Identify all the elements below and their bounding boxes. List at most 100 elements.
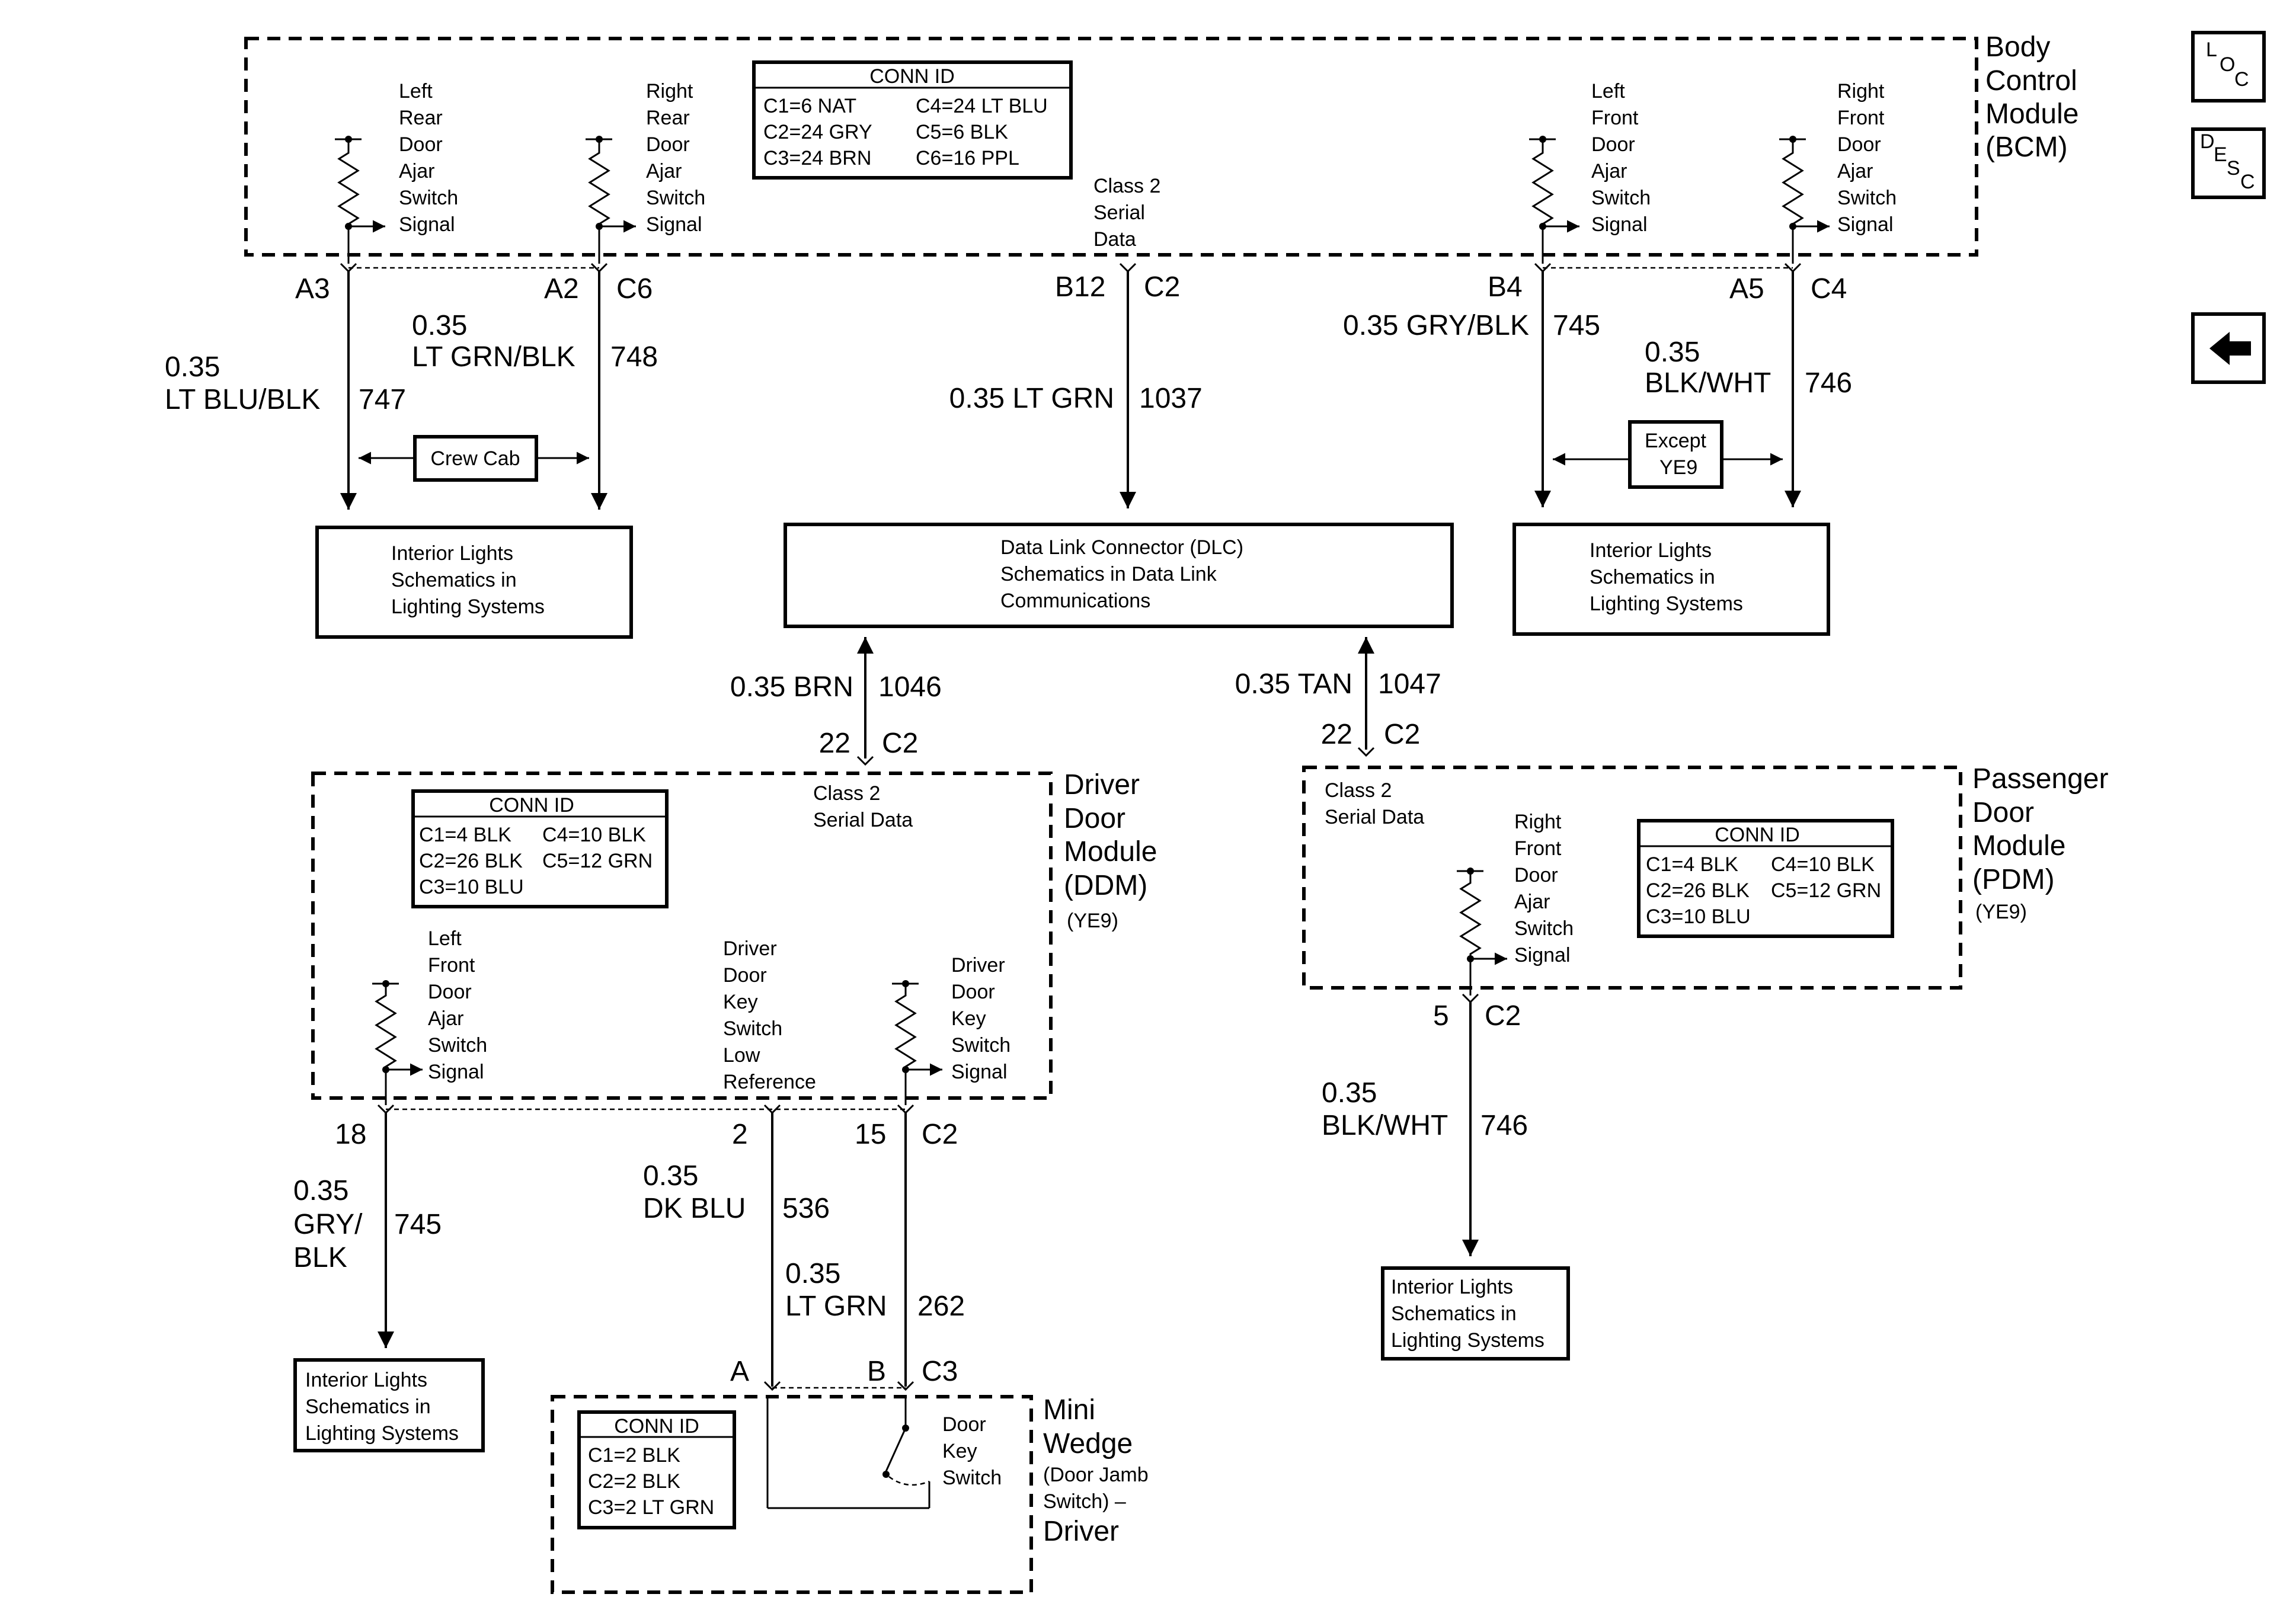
svg-text:Door: Door	[1972, 797, 2034, 828]
ref-dlc: Data Link Connector (DLC) Schematics in …	[784, 523, 1454, 628]
svg-text:Switch: Switch	[399, 187, 458, 209]
svg-text:Door: Door	[399, 133, 443, 156]
desc-button[interactable]: D E S C	[2191, 127, 2266, 199]
svg-text:262: 262	[917, 1291, 965, 1322]
svg-text:1046: 1046	[878, 671, 942, 703]
svg-text:S: S	[2227, 157, 2240, 180]
wire-1047: 0.35 TAN 1047 22 C2	[1235, 637, 1441, 757]
ddm-name: Driver Door Module (DDM) (YE9)	[1064, 769, 1157, 932]
svg-text:Switch: Switch	[1591, 187, 1651, 209]
svg-text:C5=12 GRN: C5=12 GRN	[1771, 879, 1881, 902]
svg-text:748: 748	[610, 341, 658, 373]
svg-text:Signal: Signal	[951, 1061, 1008, 1083]
svg-text:Ajar: Ajar	[646, 160, 682, 183]
svg-text:22: 22	[819, 728, 850, 759]
svg-text:C2: C2	[922, 1119, 958, 1150]
wire-745-ddm: 0.35 GRY/ BLK 745	[293, 1113, 442, 1348]
svg-text:Schematics in: Schematics in	[305, 1395, 431, 1418]
svg-text:C2: C2	[1384, 719, 1420, 750]
svg-text:Right: Right	[646, 80, 693, 103]
svg-text:Door: Door	[942, 1413, 986, 1436]
svg-text:C2=26 BLK: C2=26 BLK	[419, 850, 523, 872]
ddm-serial-data-label: Class 2 Serial Data	[813, 782, 913, 831]
svg-text:Key: Key	[942, 1440, 977, 1462]
svg-text:745: 745	[1553, 310, 1600, 341]
svg-text:(BCM): (BCM)	[1985, 132, 2068, 163]
svg-text:(Door Jamb: (Door Jamb	[1043, 1464, 1149, 1486]
svg-text:Switch: Switch	[942, 1467, 1002, 1489]
wire-748: 0.35 LT GRN/BLK 748	[412, 271, 658, 510]
ddm-conn-id: CONN ID C1=4 BLK C2=26 BLK C3=10 BLU C4=…	[411, 789, 669, 908]
svg-text:Front: Front	[1514, 837, 1562, 860]
svg-text:Front: Front	[428, 954, 475, 977]
svg-text:A5: A5	[1729, 273, 1764, 305]
ref-interior-lights-3: Interior Lights Schematics in Lighting S…	[293, 1358, 485, 1452]
svg-text:536: 536	[782, 1193, 830, 1224]
svg-text:Right: Right	[1514, 811, 1562, 833]
svg-text:C2=26 BLK: C2=26 BLK	[1646, 879, 1750, 902]
svg-text:Wedge: Wedge	[1043, 1428, 1133, 1459]
pdm-switch-right-front: Right Front Door Ajar Switch Signal	[1457, 811, 1574, 996]
svg-text:Door: Door	[1837, 133, 1881, 156]
ddm-low-reference-label: Driver Door Key Switch Low Reference	[723, 937, 816, 1093]
loc-button[interactable]: L O C	[2191, 31, 2266, 103]
wire-1037: 0.35 LT GRN 1037	[949, 271, 1203, 508]
svg-text:B: B	[867, 1356, 886, 1387]
svg-text:Door: Door	[1064, 803, 1125, 834]
svg-text:0.35 GRY/BLK: 0.35 GRY/BLK	[1343, 310, 1529, 341]
back-arrow-button[interactable]	[2191, 312, 2266, 384]
svg-text:C3=10 BLU: C3=10 BLU	[1646, 905, 1751, 928]
svg-text:Low: Low	[723, 1044, 760, 1067]
pdm-conn-id: CONN ID C1=4 BLK C2=26 BLK C3=10 BLU C4=…	[1637, 819, 1894, 938]
svg-text:C: C	[2240, 171, 2255, 193]
svg-text:0.35: 0.35	[643, 1160, 698, 1192]
svg-text:15: 15	[855, 1119, 886, 1150]
door-key-switch: Door Key Switch	[766, 1398, 1002, 1509]
svg-text:C1=6 NAT: C1=6 NAT	[763, 95, 856, 117]
svg-text:C3=2 LT GRN: C3=2 LT GRN	[588, 1496, 714, 1519]
pdm-pin: 5 C2	[1433, 993, 1521, 1032]
ref-interior-lights-1: Interior Lights Schematics in Lighting S…	[315, 526, 633, 639]
svg-text:Schematics in: Schematics in	[1590, 566, 1715, 588]
svg-text:(PDM): (PDM)	[1972, 864, 2055, 895]
svg-text:747: 747	[359, 384, 406, 415]
svg-text:C2: C2	[1485, 1000, 1521, 1032]
svg-text:0.35: 0.35	[1322, 1077, 1377, 1109]
svg-text:18: 18	[335, 1119, 366, 1150]
ddm-switch-left-front: Left Front Door Ajar Switch Signal	[372, 927, 487, 1105]
wedge-pins: A B C3	[730, 1356, 958, 1391]
svg-text:Data: Data	[1093, 228, 1136, 251]
svg-text:LT GRN: LT GRN	[785, 1291, 887, 1322]
svg-text:746: 746	[1805, 367, 1852, 399]
svg-text:745: 745	[394, 1209, 442, 1240]
svg-text:0.35: 0.35	[785, 1258, 840, 1289]
pdm-serial-data-label: Class 2 Serial Data	[1325, 779, 1424, 828]
svg-text:Body: Body	[1985, 31, 2050, 63]
svg-text:BLK/WHT: BLK/WHT	[1645, 367, 1771, 399]
wire-745-bcm: 0.35 GRY/BLK 745	[1343, 271, 1600, 507]
bcm-outline	[244, 37, 1978, 257]
svg-text:Control: Control	[1985, 65, 2077, 97]
svg-text:Passenger: Passenger	[1972, 763, 2108, 795]
svg-text:LT BLU/BLK: LT BLU/BLK	[165, 384, 320, 415]
svg-text:C1=2 BLK: C1=2 BLK	[588, 1444, 680, 1467]
svg-text:Interior Lights: Interior Lights	[1590, 539, 1712, 562]
svg-text:DK BLU: DK BLU	[643, 1193, 746, 1224]
svg-text:Class 2: Class 2	[813, 782, 880, 805]
wire-1046: 0.35 BRN 1046 22 C2	[730, 637, 942, 766]
svg-text:Left: Left	[1591, 80, 1625, 103]
svg-text:C5=6 BLK: C5=6 BLK	[916, 121, 1008, 143]
svg-text:C2=24 GRY: C2=24 GRY	[763, 121, 872, 143]
bcm-name: Body Control Module (BCM)	[1985, 31, 2078, 163]
svg-text:Switch: Switch	[1837, 187, 1897, 209]
svg-text:C4=10 BLK: C4=10 BLK	[542, 824, 646, 846]
svg-text:0.35: 0.35	[293, 1175, 348, 1206]
svg-text:Signal: Signal	[646, 213, 702, 236]
svg-text:Ajar: Ajar	[1837, 160, 1873, 183]
ddm-key-switch-signal: Driver Door Key Switch Signal	[892, 954, 1011, 1105]
svg-text:Left: Left	[428, 927, 462, 950]
svg-text:5: 5	[1433, 1000, 1449, 1032]
svg-text:BLK: BLK	[293, 1242, 347, 1273]
wire-746-pdm: 0.35 BLK/WHT 746	[1322, 1002, 1528, 1256]
svg-text:Switch: Switch	[1514, 917, 1574, 940]
